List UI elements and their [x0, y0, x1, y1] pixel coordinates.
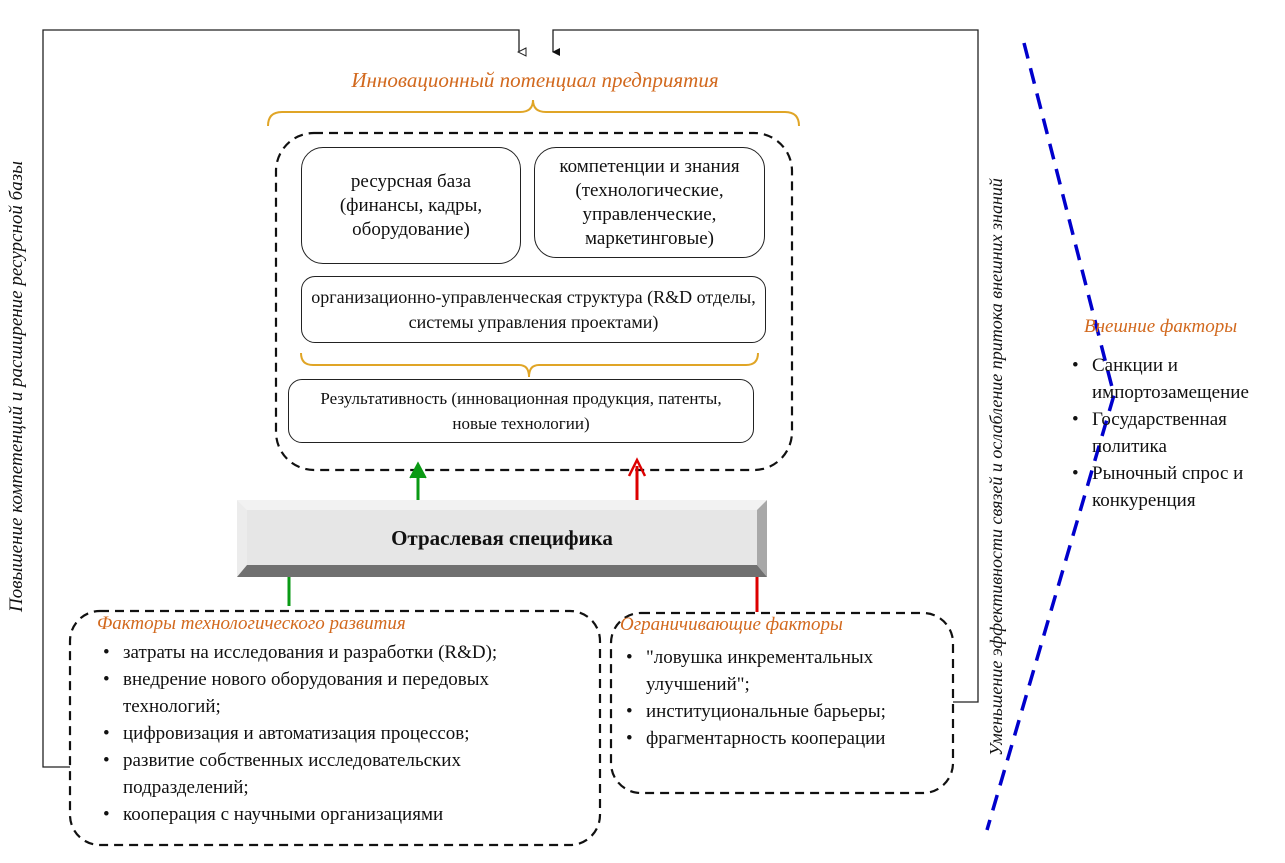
external-factors-panel: Внешние факторы Санкции и импортозамещен… — [1066, 316, 1285, 514]
external-factor-item: Рыночный спрос и конкуренция — [1066, 460, 1272, 514]
limiting-factors-list: "ловушка инкрементальных улучшений"; инс… — [620, 644, 950, 752]
competencies-label: компетенции и знания (технологические, у… — [559, 155, 740, 249]
limiting-factors-title: Ограничивающие факторы — [620, 614, 843, 635]
limiting-factors-container — [609, 611, 955, 795]
tech-factor-item: внедрение нового оборудования и передовы… — [97, 666, 583, 720]
tech-factors-container — [68, 609, 602, 847]
limiting-factor-item: институциональные барьеры; — [620, 698, 950, 725]
tech-factors-title: Факторы технологического развития — [97, 613, 406, 634]
left-feedback-connector — [42, 29, 519, 768]
resource-base-label: ресурсная база (финансы, кадры, оборудов… — [339, 170, 483, 240]
external-factor-item: Государственная политика — [1066, 406, 1262, 460]
right-feedback-label: Уменьшение эффективности связей и ослабл… — [986, 178, 1006, 756]
positive-arrowhead — [409, 461, 427, 479]
tech-factor-item: цифровизация и автоматизация процессов; — [97, 720, 597, 747]
tech-factor-item: кооперация с научными организациями — [97, 801, 597, 828]
potential-container — [274, 131, 794, 472]
external-divider-line — [985, 42, 1116, 831]
negative-arrowhead — [627, 457, 647, 477]
right-feedback-connector — [552, 29, 979, 703]
inner-brace — [300, 352, 759, 378]
diagram-title: Инновационный потенциал предприятия — [351, 68, 719, 92]
industry-specifics-label: Отраслевая специфика — [391, 526, 613, 550]
org-structure-label: организационно-управленческая структура … — [311, 286, 756, 332]
external-factors-list: Санкции и импортозамещение Государственн… — [1066, 352, 1285, 514]
effectiveness-box: Результативность (инновационная продукци… — [288, 379, 754, 443]
industry-specifics-box — [237, 500, 767, 577]
tech-factors-list: затраты на исследования и разработки (R&… — [97, 639, 597, 828]
limiting-factor-item: "ловушка инкрементальных улучшений"; — [620, 644, 936, 698]
external-factors-title: Внешние факторы — [1084, 316, 1238, 337]
potential-brace — [267, 99, 800, 127]
effectiveness-label: Результативность (инновационная продукци… — [320, 389, 722, 433]
tech-factor-item: развитие собственных исследовательских п… — [97, 747, 553, 801]
org-structure-box: организационно-управленческая структура … — [301, 276, 766, 343]
limiting-factors-panel: Ограничивающие факторы "ловушка инкремен… — [620, 614, 950, 752]
external-factor-item: Санкции и импортозамещение — [1066, 352, 1282, 406]
competencies-box: компетенции и знания (технологические, у… — [534, 147, 765, 258]
tech-factor-item: затраты на исследования и разработки (R&… — [97, 639, 597, 666]
limiting-factor-item: фрагментарность кооперации — [620, 725, 950, 752]
resource-base-box: ресурсная база (финансы, кадры, оборудов… — [301, 147, 521, 264]
tech-factors-panel: Факторы технологического развития затрат… — [97, 613, 597, 828]
left-feedback-label: Повышение компетенций и расширение ресур… — [6, 161, 27, 612]
